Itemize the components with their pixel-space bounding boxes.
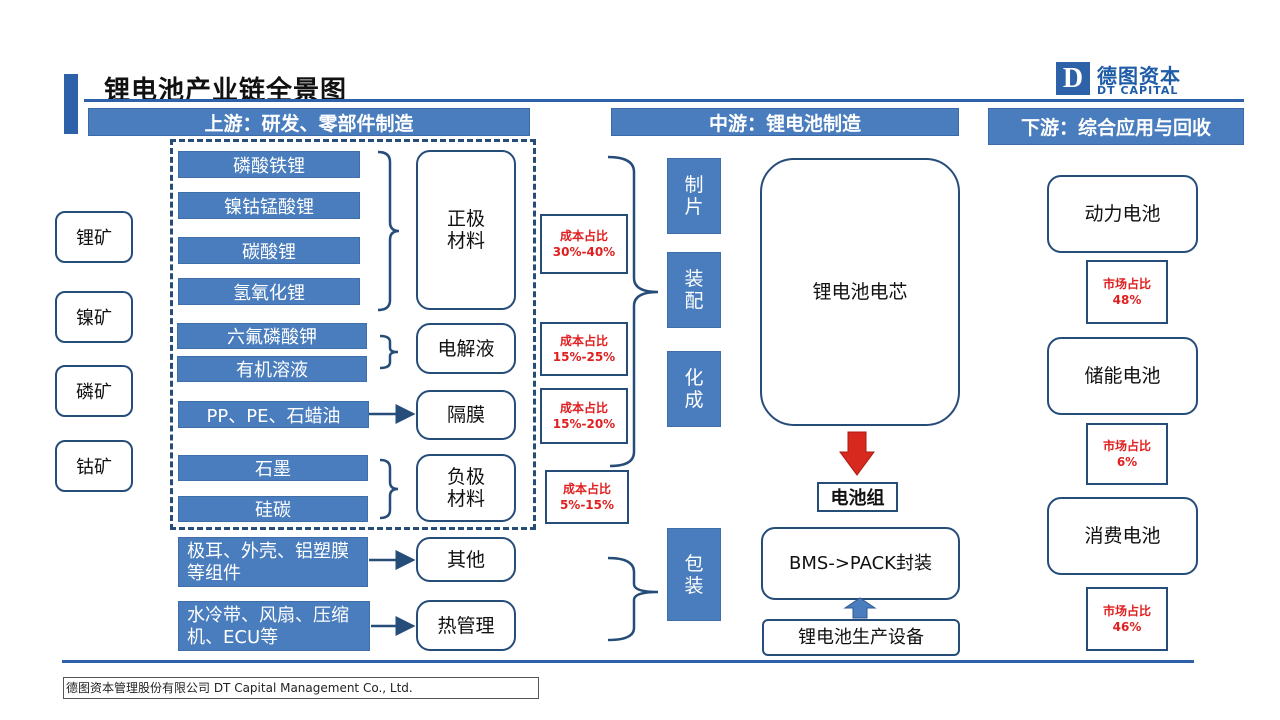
process-step-formation: 化成 — [667, 351, 721, 427]
brace-anode — [379, 458, 399, 520]
component-electrolyte: 电解液 — [416, 323, 516, 374]
process-step-packaging: 包装 — [667, 528, 721, 621]
material-lithium-hydroxide: 氢氧化锂 — [178, 278, 360, 305]
cost-share-electrolyte: 成本占比 15%-25% — [540, 322, 628, 376]
footer-company: 德图资本管理股份有限公司 DT Capital Management Co., … — [63, 677, 539, 699]
arrow-equipment-to-pack — [843, 597, 877, 619]
process-step-assembly: 装配 — [667, 252, 721, 328]
core-materials-group — [170, 139, 536, 530]
footer-divider — [62, 660, 1194, 663]
cost-share-value: 30%-40% — [552, 245, 616, 259]
mineral-nickel: 镍矿 — [55, 291, 133, 343]
battery-pack-label: 电池组 — [817, 482, 898, 512]
title-accent-bar — [64, 74, 78, 134]
material-lfp: 磷酸铁锂 — [178, 151, 360, 178]
component-thermal: 热管理 — [416, 600, 516, 651]
cost-share-cathode: 成本占比 30%-40% — [540, 214, 628, 274]
application-consumer-battery: 消费电池 — [1047, 497, 1198, 575]
brace-upstream-to-mid — [607, 155, 659, 468]
arrow-cell-to-pack — [839, 431, 875, 476]
material-other-parts: 极耳、外壳、铝塑膜等组件 — [178, 537, 368, 587]
cost-share-value: 15%-25% — [552, 350, 616, 364]
logo-text-en: DT CAPITAL — [1097, 84, 1179, 97]
downstream-header: 下游：综合应用与回收 — [988, 108, 1244, 145]
component-cathode: 正极材料 — [416, 150, 516, 310]
material-graphite: 石墨 — [178, 455, 368, 481]
logo-text-cn: 德图资本 — [1097, 64, 1181, 88]
market-share-value: 48% — [1112, 293, 1142, 307]
cost-share-label: 成本占比 — [562, 482, 611, 496]
component-separator: 隔膜 — [416, 390, 516, 440]
market-share-label: 市场占比 — [1102, 277, 1151, 291]
cost-share-anode: 成本占比 5%-15% — [545, 470, 629, 524]
market-share-storage: 市场占比 6% — [1086, 423, 1168, 485]
process-step-coating: 制片 — [667, 158, 721, 234]
material-organic-solvent: 有机溶液 — [177, 356, 367, 382]
material-lipf6: 六氟磷酸钾 — [177, 323, 367, 349]
mineral-phosphorus: 磷矿 — [55, 365, 133, 417]
application-storage-battery: 储能电池 — [1047, 337, 1198, 415]
upstream-header: 上游：研发、零部件制造 — [88, 108, 530, 136]
battery-cell-box: 锂电池电芯 — [760, 158, 960, 426]
material-separator-raw: PP、PE、石蜡油 — [178, 401, 369, 428]
cost-share-label: 成本占比 — [559, 229, 608, 243]
market-share-label: 市场占比 — [1102, 604, 1151, 618]
application-power-battery: 动力电池 — [1047, 175, 1198, 253]
midstream-header: 中游：锂电池制造 — [611, 108, 959, 136]
material-lithium-carbonate: 碳酸锂 — [178, 237, 360, 264]
title-underline — [84, 99, 1244, 102]
component-anode: 负极材料 — [416, 454, 516, 522]
material-ncm: 镍钴锰酸锂 — [178, 192, 360, 219]
market-share-power: 市场占比 48% — [1086, 260, 1168, 324]
cost-share-separator: 成本占比 15%-20% — [540, 388, 628, 444]
market-share-label: 市场占比 — [1102, 439, 1151, 453]
component-other: 其他 — [416, 537, 516, 582]
logo-mark: D — [1056, 62, 1090, 95]
brace-electrolyte — [379, 334, 399, 370]
market-share-value: 46% — [1112, 620, 1142, 634]
market-share-value: 6% — [1116, 455, 1138, 469]
mineral-cobalt: 钴矿 — [55, 440, 133, 492]
material-thermal-parts: 水冷带、风扇、压缩机、ECU等 — [178, 601, 370, 651]
mineral-lithium: 锂矿 — [55, 211, 133, 263]
cost-share-label: 成本占比 — [559, 334, 608, 348]
cost-share-value: 5%-15% — [559, 498, 615, 512]
brace-cathode — [377, 150, 400, 312]
brace-aux-to-packaging — [607, 556, 659, 642]
market-share-consumer: 市场占比 46% — [1086, 587, 1168, 651]
cost-share-value: 15%-20% — [552, 417, 616, 431]
production-equipment-box: 锂电池生产设备 — [762, 619, 960, 656]
cost-share-label: 成本占比 — [559, 401, 608, 415]
material-silicon-carbon: 硅碳 — [178, 496, 368, 522]
